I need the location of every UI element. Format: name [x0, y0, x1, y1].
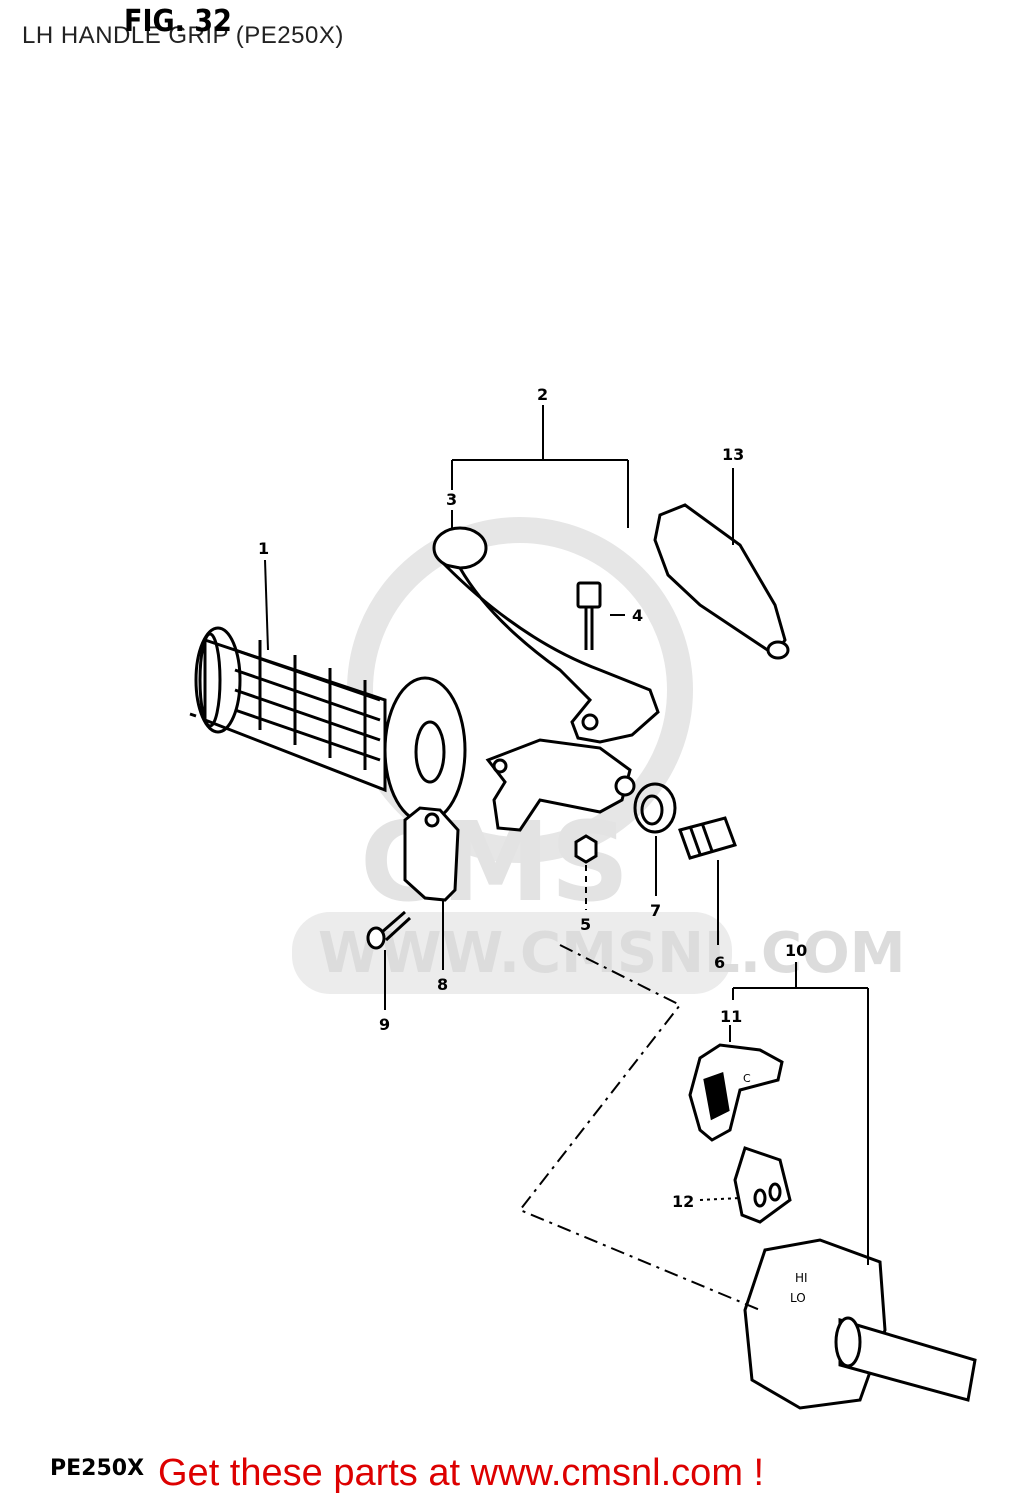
- callout-5: 5: [580, 915, 591, 934]
- switch-assembly: HI LO: [743, 1238, 977, 1410]
- nut-part: [574, 834, 598, 864]
- callout-6: 6: [714, 953, 725, 972]
- model-mark: PE250X: [50, 1456, 145, 1481]
- figure-label: FIG. 32: [123, 4, 232, 39]
- callout-12: 12: [672, 1192, 694, 1211]
- callout-4: 4: [632, 606, 643, 625]
- ring-part: [633, 782, 677, 834]
- watermark-url: WWW.CMSNL.COM: [318, 921, 905, 986]
- switch-part-12: [733, 1146, 792, 1224]
- leader-lines: [264, 405, 869, 1265]
- promo-link[interactable]: Get these parts at www.cmsnl.com !: [158, 1452, 765, 1494]
- callout-11: 11: [720, 1007, 742, 1026]
- lever-bolt: [576, 581, 602, 650]
- grip-part: [189, 626, 467, 824]
- lever-bracket: [485, 738, 636, 832]
- callout-13: 13: [722, 445, 744, 464]
- adjuster-part: [678, 816, 737, 860]
- callout-8: 8: [437, 975, 448, 994]
- callout-7: 7: [650, 901, 661, 920]
- watermark-logo: CMS: [360, 798, 629, 926]
- switch-part-11: C: [688, 1043, 784, 1142]
- clutch-lever: [432, 526, 660, 744]
- lever-cover: [653, 503, 790, 660]
- page-title: LH HANDLE GRIP (PE250X): [22, 22, 344, 49]
- callout-1: 1: [258, 539, 269, 558]
- callout-2: 2: [537, 385, 548, 404]
- switch-c-label: C: [743, 1072, 751, 1085]
- cable-route-line: [518, 944, 761, 1311]
- callout-9: 9: [379, 1015, 390, 1034]
- switch-hi-label: HI: [795, 1271, 808, 1285]
- switch-lo-label: LO: [790, 1291, 806, 1305]
- callout-3: 3: [446, 490, 457, 509]
- callout-10: 10: [785, 941, 807, 960]
- screw-part: [366, 910, 412, 950]
- callouts: 1 2 3 4 5 6 7 8 9 10 11 12 13: [258, 385, 807, 1211]
- clamp-part: [403, 806, 460, 902]
